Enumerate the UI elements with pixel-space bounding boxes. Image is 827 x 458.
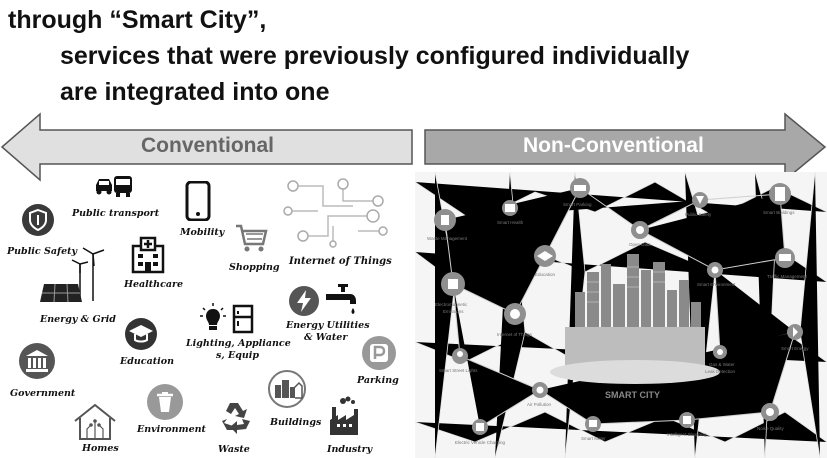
lighting-label-line1: Lighting, Appliance bbox=[186, 338, 291, 349]
parking-icon bbox=[362, 336, 396, 370]
public-safety-label: Public Safety bbox=[7, 246, 78, 257]
parking-label: Parking bbox=[357, 375, 399, 386]
homes-label: Homes bbox=[82, 443, 119, 454]
lightbulb-icon bbox=[200, 303, 226, 330]
buildings-icon bbox=[268, 370, 306, 408]
smart-parking-node-label: Smart Parking bbox=[563, 202, 592, 207]
appliance-icon bbox=[232, 304, 254, 334]
buildings-label: Buildings bbox=[270, 417, 322, 428]
noise-quality-node-label: Noise Quality bbox=[757, 426, 785, 431]
traffic-management-node-label: Traffic Management bbox=[767, 274, 808, 279]
smart-environment-node-label: Smart Environment bbox=[697, 282, 736, 287]
mobility-label: Mobility bbox=[180, 227, 225, 238]
open-data-node-label: Open Data bbox=[629, 242, 651, 247]
car-icon bbox=[96, 179, 112, 195]
government-building-icon bbox=[19, 343, 55, 379]
shopping-label: Shopping bbox=[229, 262, 280, 273]
iot-circuit-icon bbox=[283, 178, 388, 248]
home-circuit-icon bbox=[74, 403, 116, 440]
hospital-icon bbox=[131, 236, 165, 274]
conventional-label: Conventional bbox=[141, 134, 275, 157]
title-line-1: through “Smart City”, bbox=[8, 6, 267, 34]
environment-label: Environment bbox=[137, 424, 206, 435]
recycle-arrows-icon bbox=[222, 403, 250, 434]
smart-city-network: SMART CITY bbox=[415, 172, 827, 458]
smartphone-icon bbox=[185, 181, 211, 221]
graduation-cap-icon bbox=[125, 318, 157, 350]
title-line-3: are integrated into one bbox=[60, 78, 330, 106]
education-node-label: Education bbox=[535, 272, 556, 277]
waste-label: Waste bbox=[218, 444, 250, 455]
factory-icon bbox=[330, 396, 358, 435]
shopping-cart-icon bbox=[236, 224, 268, 252]
waste-management-node-label: Waste Management bbox=[427, 236, 468, 241]
non-conventional-arrow bbox=[424, 112, 827, 182]
gas-water-node-label: Gas & Water bbox=[709, 362, 735, 367]
energy-grid-label: Energy & Grid bbox=[40, 314, 116, 325]
recycle-bin-icon bbox=[147, 384, 183, 420]
ev-charging-node-label: Electric Vehicle Charging bbox=[455, 440, 506, 445]
smart-health-node-label: Smart Health bbox=[497, 220, 524, 225]
smart-city-center-label: SMART CITY bbox=[605, 390, 660, 400]
public-safety-node-label: Public Safety bbox=[685, 212, 712, 217]
leak-detection-node-label: Leak Detection bbox=[705, 369, 736, 374]
energy-utilities-label: Energy Utilities bbox=[286, 320, 370, 331]
energy-water-label: & Water bbox=[304, 332, 348, 343]
conventional-arrow bbox=[0, 112, 413, 182]
bus-icon bbox=[114, 176, 132, 197]
public-transport-label: Public transport bbox=[72, 208, 160, 219]
internet-of-things-node-label: Internet of Things bbox=[497, 332, 533, 337]
education-label: Education bbox=[120, 356, 174, 367]
electromagnetic-node-label: Electromagnetic bbox=[435, 302, 468, 307]
industry-label: Industry bbox=[327, 444, 373, 455]
smart-meter-node-label: Smart Meter bbox=[581, 436, 606, 441]
healthcare-label: Healthcare bbox=[124, 279, 184, 290]
government-label: Government bbox=[10, 388, 76, 399]
internet-of-things-label: Internet of Things bbox=[289, 256, 392, 267]
air-pollution-node-label: Air Pollution bbox=[527, 402, 552, 407]
smart-street-lights-node-label: Smart Street Lights bbox=[439, 368, 478, 373]
water-tap-icon bbox=[326, 284, 356, 314]
smart-buildings-node-label: Smart Buildings bbox=[763, 210, 795, 215]
intelligent-shopping-node-label: Intelligent Shopping bbox=[667, 432, 707, 437]
non-conventional-label: Non-Conventional bbox=[523, 134, 704, 157]
lighting-label-line2: s, Equip bbox=[216, 350, 260, 361]
lightning-icon bbox=[289, 286, 319, 316]
emissions-node-label: Emissions bbox=[443, 309, 464, 314]
title-line-2: services that were previously configured… bbox=[60, 42, 690, 70]
wind-solar-icon bbox=[40, 247, 105, 303]
smart-energy-node-label: Smart Energy bbox=[781, 346, 809, 351]
shield-icon bbox=[22, 204, 54, 236]
